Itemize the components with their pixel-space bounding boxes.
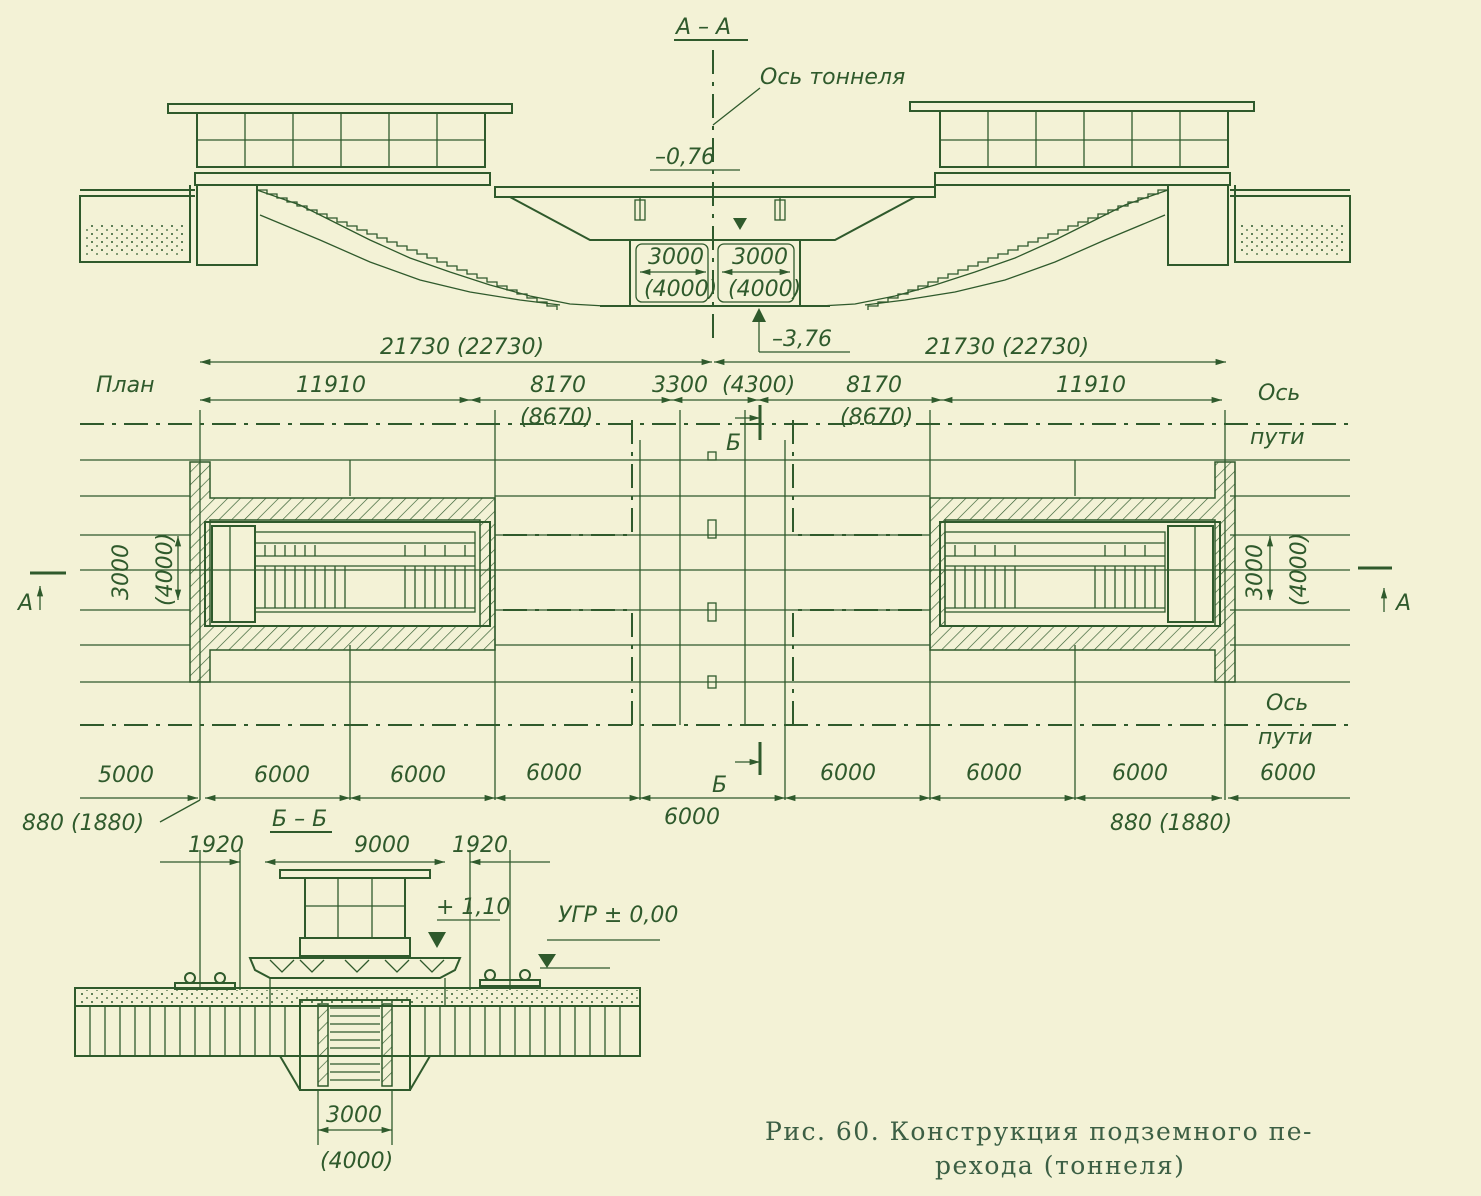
plan-top-dim-alt-1: (8670) <box>520 405 593 430</box>
plan-title: План <box>96 373 154 398</box>
plan-bottom-dim-6: 6000 <box>966 761 1022 786</box>
plan-top-dim-6: 11910 <box>1056 373 1126 398</box>
plan-top-dim-alt-2: (8670) <box>840 405 913 430</box>
bb-width-alt: (4000) <box>320 1149 393 1174</box>
stair-width-alt-left: (4000) <box>153 533 178 606</box>
plan-bottom-dim-2: 6000 <box>254 763 310 788</box>
stair-width-alt-right: (4000) <box>1287 533 1312 606</box>
plan-top-dim-1: 11910 <box>296 373 366 398</box>
plan-edge-right: 880 (1880) <box>1110 811 1232 836</box>
level-bottom: –3,76 <box>772 327 832 352</box>
plan-top-dim-3: 3300 <box>652 373 708 398</box>
bb-dim-3: 1920 <box>452 833 508 858</box>
cut-mark-left: А <box>16 591 33 616</box>
plan-top-dim-5: 8170 <box>846 373 902 398</box>
plan-bottom-dim-4: 6000 <box>526 761 582 786</box>
plan-top-dim-2: 8170 <box>530 373 586 398</box>
axis-top-1: Ось <box>1258 381 1300 406</box>
section-aa: А – А Ось тоннеля <box>79 15 1351 366</box>
plan-bottom-dim-8: 6000 <box>1260 761 1316 786</box>
section-mark-top: Б <box>726 431 741 456</box>
width-left: 3000 <box>648 245 704 270</box>
plan: План 11910 8170 3300 (4300) 8170 11910 (… <box>16 373 1411 836</box>
plan-center-dim: 6000 <box>664 805 720 830</box>
caption-line-2: рехода (тоннеля) <box>935 1151 1185 1180</box>
plan-edge-left: 880 (1880) <box>22 811 144 836</box>
tunnel-axis-label: Ось тоннеля <box>760 65 905 90</box>
caption-line-1: Рис. 60. Конструкция подземного пе- <box>765 1117 1313 1146</box>
axis-bottom-2: пути <box>1258 725 1313 750</box>
bb-level-ground: УГР ± 0,00 <box>558 903 678 928</box>
section-mark-bottom: Б <box>712 773 727 798</box>
bb-dim-2: 9000 <box>354 833 410 858</box>
level-top: –0,76 <box>655 145 715 170</box>
span-left: 21730 (22730) <box>380 335 544 360</box>
plan-bottom-dim-1: 5000 <box>98 763 154 788</box>
stair-width-left: 3000 <box>109 544 134 600</box>
plan-top-dim-4: (4300) <box>722 373 795 398</box>
width-right-alt: (4000) <box>728 277 801 302</box>
bb-dim-1: 1920 <box>188 833 244 858</box>
stair-width-right: 3000 <box>1243 544 1268 600</box>
plan-bottom-dim-3: 6000 <box>390 763 446 788</box>
bb-width: 3000 <box>326 1103 382 1128</box>
cut-mark-right: А <box>1394 591 1411 616</box>
plan-bottom-dim-5: 6000 <box>820 761 876 786</box>
bb-level-top: + 1,10 <box>436 895 510 920</box>
section-aa-title: А – А <box>674 15 731 40</box>
axis-bottom-1: Ось <box>1266 691 1308 716</box>
section-bb-title: Б – Б <box>272 807 327 832</box>
section-bb: Б – Б 1920 9000 1920 + 1,10 УГР ± 0,00 <box>74 807 678 1174</box>
plan-bottom-dim-7: 6000 <box>1112 761 1168 786</box>
span-right: 21730 (22730) <box>925 335 1089 360</box>
width-left-alt: (4000) <box>644 277 717 302</box>
axis-top-2: пути <box>1250 425 1305 450</box>
width-right: 3000 <box>732 245 788 270</box>
